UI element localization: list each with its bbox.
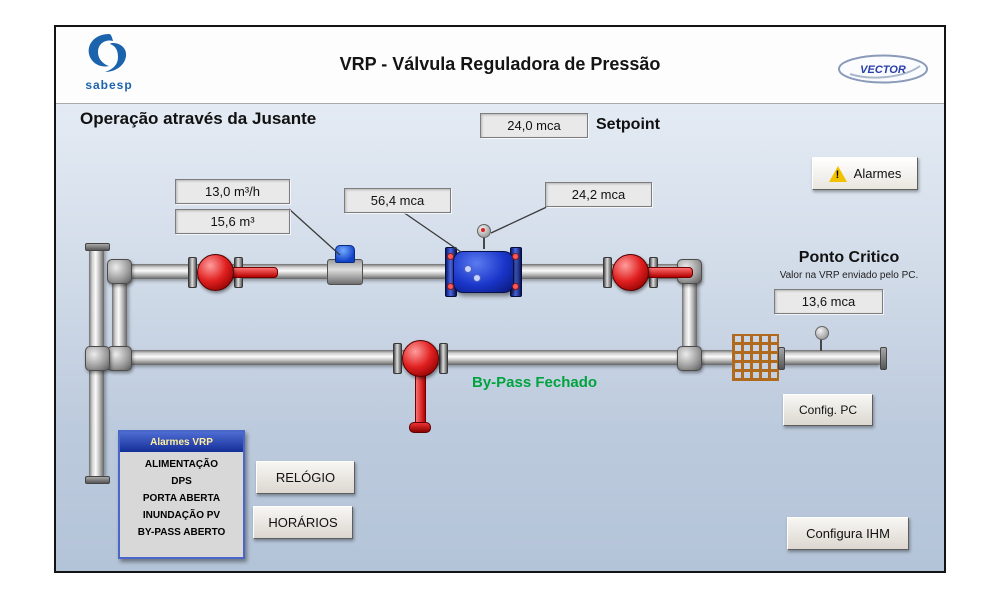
config-pc-button[interactable]: Config. PC (783, 394, 873, 426)
setpoint-value-box[interactable]: 24,0 mca (480, 113, 588, 138)
valve-flange (439, 343, 448, 374)
alarm-item: INUNDAÇÃO PV (142, 510, 221, 521)
valve-flange (188, 257, 197, 288)
operation-mode-label: Operação através da Jusante (80, 109, 317, 128)
alarm-list: ALIMENTAÇÃO DPS PORTA ABERTA INUNDAÇÃO P… (120, 452, 243, 538)
vrp-bolt (512, 253, 519, 260)
critical-point-value-box: 13,6 mca (774, 289, 883, 314)
pipe-end-cap (880, 347, 887, 370)
config-pc-button-label: Config. PC (798, 403, 858, 417)
vrp-bolt (512, 283, 519, 290)
page-title: VRP - Válvula Reguladora de Pressão (339, 54, 661, 74)
upstream-pressure-box: 56,4 mca (344, 188, 451, 213)
alarm-item: DPS (171, 476, 192, 487)
pipe-end-cap (85, 476, 110, 484)
alarms-button-label: Alarmes (853, 166, 902, 181)
warning-icon (828, 165, 847, 182)
tee-lower-right (677, 346, 702, 371)
alarm-item: PORTA ABERTA (142, 493, 221, 504)
pipe-end-cap (778, 347, 785, 370)
critical-point-sensor-stem (820, 337, 822, 351)
pipe-critical-point (782, 350, 881, 365)
sabesp-wordmark: sabesp (85, 78, 133, 92)
vrp-valve (453, 251, 514, 293)
vrp-pilot-stem (483, 233, 485, 249)
critical-point-block: Ponto Critico Valor na VRP enviado pelo … (754, 249, 944, 281)
pipe-right-drop (682, 274, 697, 357)
bypass-status-label: By-Pass Fechado (472, 374, 598, 391)
mesh-grid (732, 334, 779, 381)
relogio-button-label: RELÓGIO (275, 470, 336, 485)
configura-ihm-button[interactable]: Configura IHM (787, 517, 909, 550)
hmi-screen: sabesp VRP - Válvula Reguladora de Press… (54, 25, 946, 573)
critical-point-sensor (815, 326, 829, 340)
flow-rate-box: 13,0 m³/h (175, 179, 290, 204)
horarios-button-label: HORÁRIOS (268, 515, 338, 530)
tee-lower-left (107, 346, 132, 371)
vector-logo: VECTOR (836, 53, 930, 85)
pipe-left-drop (112, 274, 127, 357)
vector-logo-icon: VECTOR (838, 54, 928, 84)
relogio-button[interactable]: RELÓGIO (256, 461, 355, 494)
isolation-valve-downstream (612, 254, 649, 291)
configura-ihm-button-label: Configura IHM (806, 526, 890, 541)
vrp-bolt (447, 283, 454, 290)
critical-point-title: Ponto Critico (798, 249, 900, 266)
valve-flange (393, 343, 402, 374)
tee-riser-lower (85, 346, 110, 371)
alarm-panel: Alarmes VRP ALIMENTAÇÃO DPS PORTA ABERTA… (118, 430, 245, 559)
totalized-volume-box: 15,6 m³ (175, 209, 290, 234)
vrp-bolt (447, 253, 454, 260)
bypass-valve (402, 340, 439, 377)
header-bar: sabesp VRP - Válvula Reguladora de Press… (56, 27, 944, 104)
sabesp-logo-icon (88, 34, 127, 72)
critical-point-note: Valor na VRP enviado pelo PC. (779, 270, 919, 281)
setpoint-label: Setpoint (596, 116, 660, 133)
vector-wordmark: VECTOR (860, 64, 906, 76)
vrp-pilot-dot (481, 228, 485, 232)
elbow-upper-left (107, 259, 132, 284)
horarios-button[interactable]: HORÁRIOS (253, 506, 353, 539)
vrp-detail-dot (473, 274, 481, 282)
alarms-button[interactable]: Alarmes (812, 157, 918, 190)
vrp-detail-dot (464, 265, 472, 273)
sabesp-logo: sabesp (72, 32, 146, 98)
pipe-end-cap (85, 243, 110, 251)
downstream-pressure-box: 24,2 mca (545, 182, 652, 207)
isolation-valve-upstream (197, 254, 234, 291)
alarm-panel-title: Alarmes VRP (120, 432, 243, 452)
valve-flange (603, 257, 612, 288)
flow-meter-sensor (335, 245, 355, 263)
bypass-valve-knob (409, 422, 431, 433)
alarm-item: BY-PASS ABERTO (137, 527, 226, 538)
alarm-item: ALIMENTAÇÃO (144, 459, 219, 470)
